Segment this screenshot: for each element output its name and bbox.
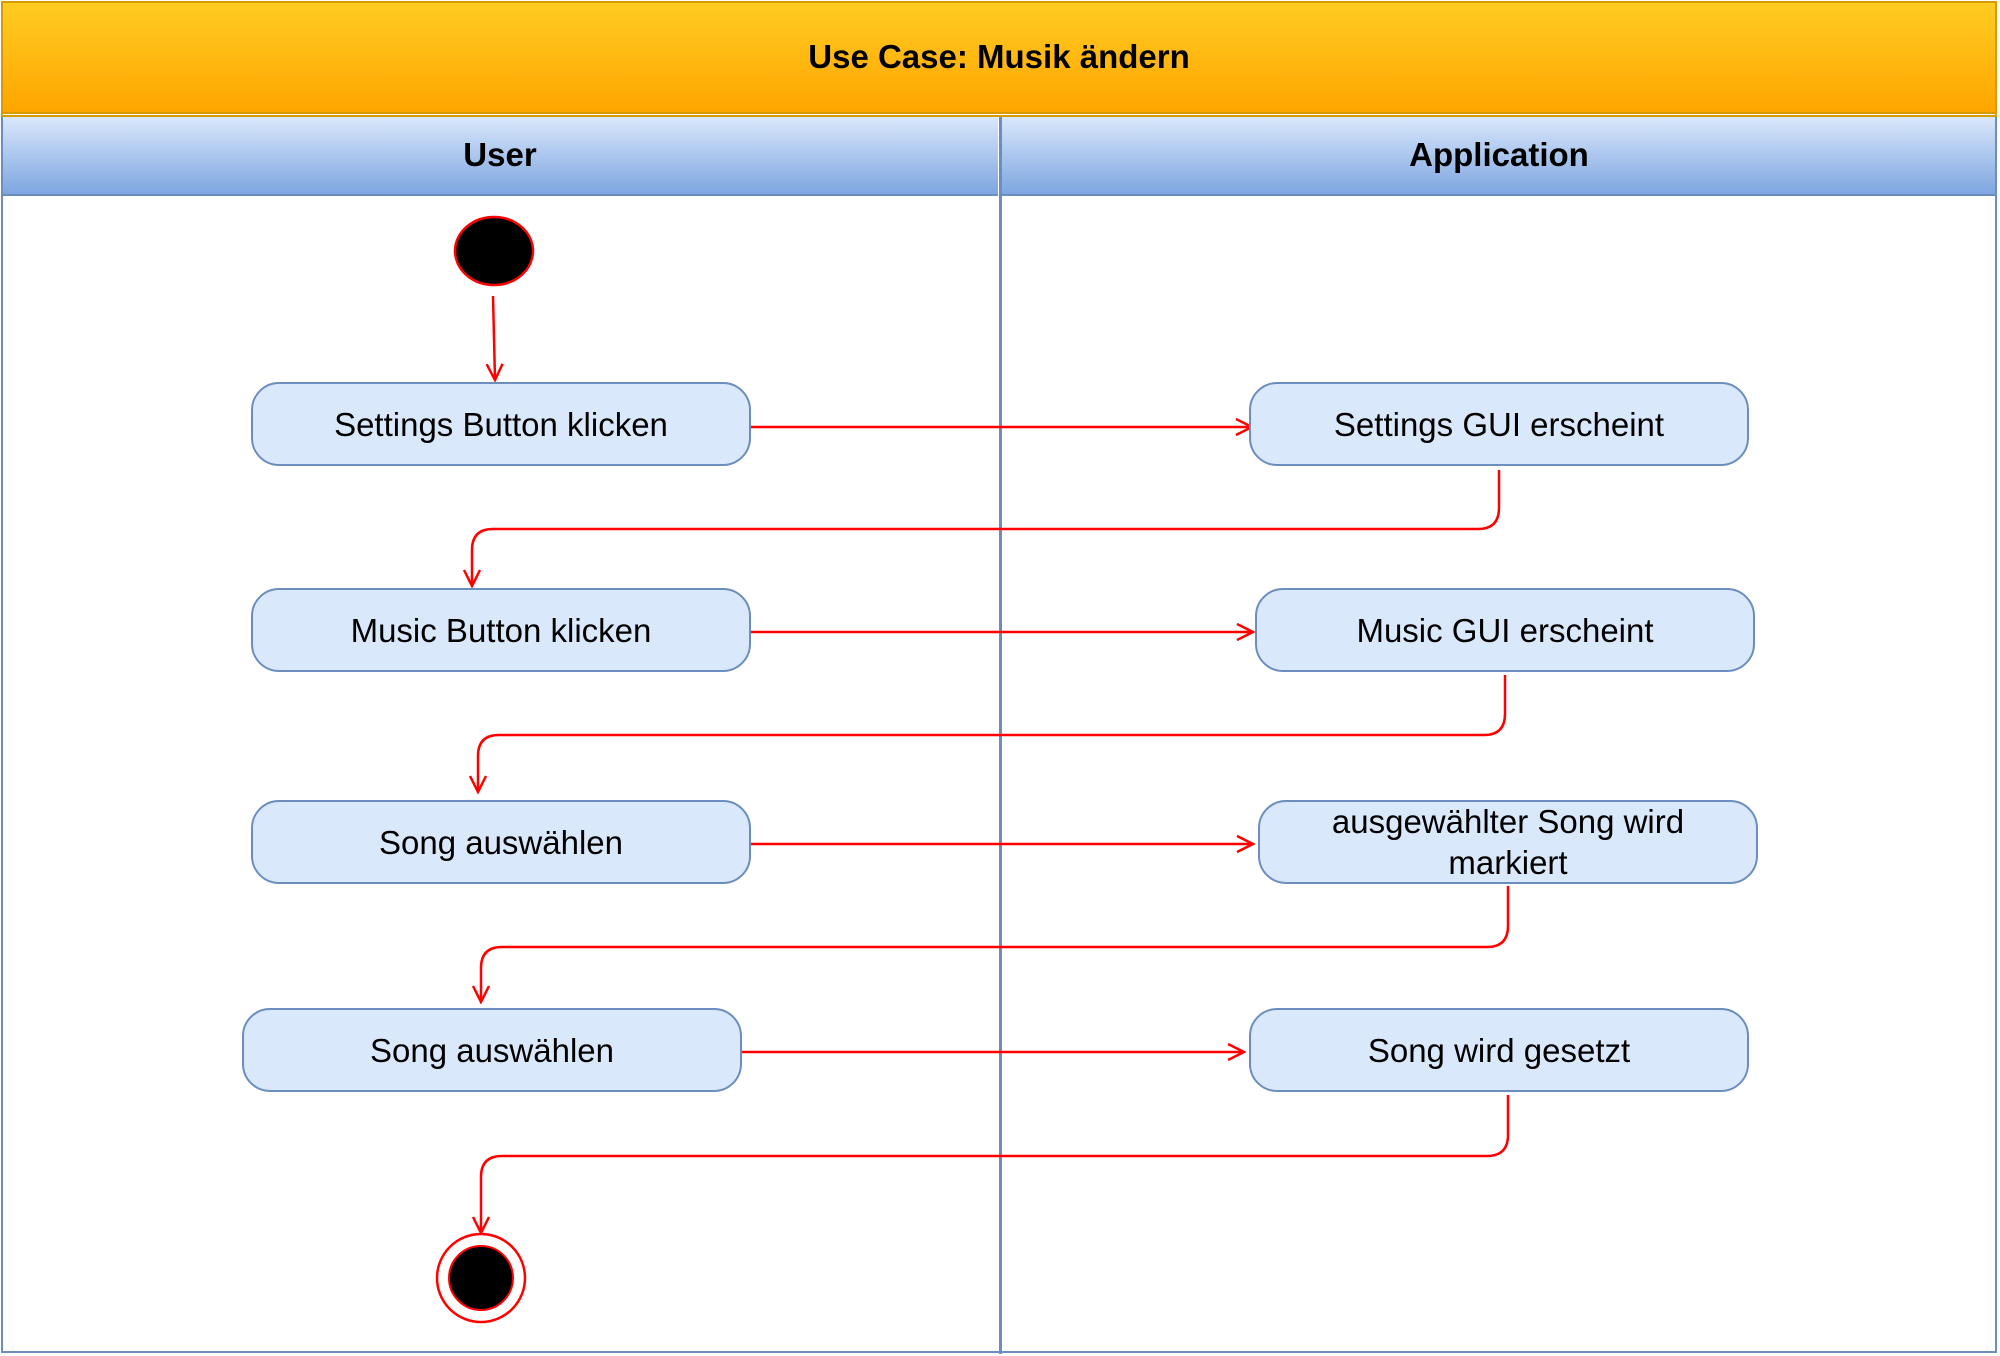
- lane-header-application: Application: [1002, 116, 1996, 196]
- action-song-wird-gesetzt: Song wird gesetzt: [1249, 1008, 1749, 1092]
- edge-song-set-to-end: [481, 1095, 1510, 1233]
- action-settings-button-klicken: Settings Button klicken: [251, 382, 751, 466]
- action-song-auswaehlen-1: Song auswählen: [251, 800, 751, 884]
- action-music-button-klicken: Music Button klicken: [251, 588, 751, 672]
- action-song-wird-markiert: ausgewählter Song wird markiert: [1258, 800, 1758, 884]
- diagram-title: Use Case: Musik ändern: [2, 2, 1996, 114]
- initial-node: [453, 215, 535, 287]
- final-node: [448, 1245, 514, 1311]
- action-song-auswaehlen-2: Song auswählen: [242, 1008, 742, 1092]
- edge-settings-gui-to-music-button: [472, 470, 1501, 586]
- edge-music-gui-to-song-select: [478, 675, 1507, 792]
- edge-song-marked-to-song-select-2: [481, 886, 1510, 1002]
- action-music-gui-erscheint: Music GUI erscheint: [1255, 588, 1755, 672]
- lane-header-user: User: [2, 116, 998, 196]
- action-settings-gui-erscheint: Settings GUI erscheint: [1249, 382, 1749, 466]
- edge-start-to-settings-button: [493, 295, 495, 380]
